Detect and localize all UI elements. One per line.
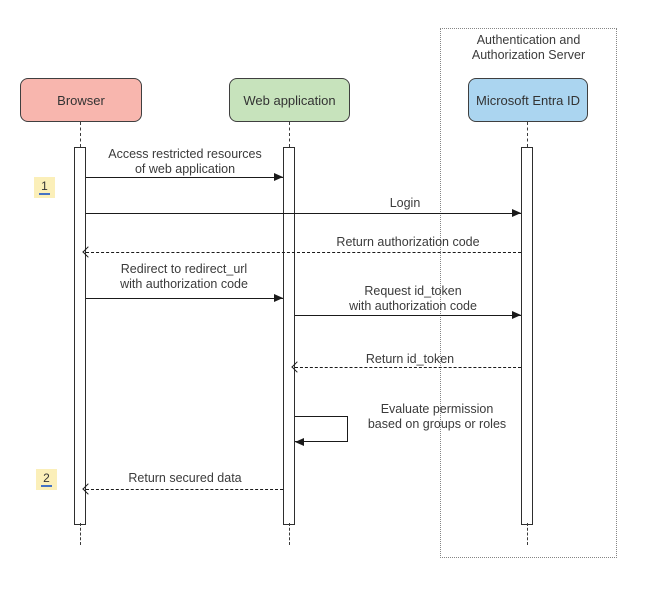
- msg-login-arrowhead-icon: [512, 209, 521, 217]
- msg-redirect-line1: Redirect to redirect_url: [120, 262, 248, 276]
- msg-redirect-arrowhead-icon: [274, 294, 283, 302]
- msg-evaluate-permission-selfloop: [295, 416, 348, 442]
- browser-lifeline-top: [80, 122, 81, 147]
- msg-evaluate-permission-line2: based on groups or roles: [367, 416, 507, 431]
- msg-request-id-token-line2: with authorization code: [349, 298, 477, 313]
- msg-access-restricted-line: [86, 177, 283, 178]
- msg-request-id-token-arrowhead-icon: [512, 311, 521, 319]
- msg-evaluate-permission-line1: Evaluate permission: [380, 402, 494, 416]
- step-marker-1[interactable]: 1: [34, 177, 55, 198]
- msg-request-id-token-label: Request id_token with authorization code: [349, 284, 477, 313]
- webapp-lifeline-top: [289, 122, 290, 147]
- browser-activation-bar: [74, 147, 86, 525]
- webapp-activation-bar: [283, 147, 295, 525]
- actor-microsoft-entra-id: Microsoft Entra ID: [468, 78, 588, 122]
- msg-access-restricted-arrowhead-icon: [274, 173, 283, 181]
- msg-request-id-token-line: [295, 315, 521, 316]
- msg-redirect-line2: with authorization code: [120, 276, 248, 291]
- msg-request-id-token-line1: Request id_token: [364, 284, 462, 298]
- msg-return-secured-data-line: [86, 489, 283, 490]
- actor-web-application: Web application: [229, 78, 350, 122]
- entra-activation-bar: [521, 147, 533, 525]
- msg-return-id-token-label: Return id_token: [365, 352, 455, 366]
- webapp-lifeline-bottom: [289, 523, 290, 545]
- browser-lifeline-bottom: [80, 523, 81, 545]
- frame-title-line1: Authentication and: [476, 33, 581, 47]
- actor-web-application-label: Web application: [243, 92, 336, 108]
- msg-return-id-token-line: [295, 367, 521, 368]
- frame-title-line2: Authorization Server: [471, 47, 586, 62]
- step-marker-2-label: 2: [41, 471, 52, 487]
- actor-browser: Browser: [20, 78, 142, 122]
- msg-redirect-label: Redirect to redirect_url with authorizat…: [120, 262, 248, 291]
- entra-lifeline-bottom: [527, 523, 528, 545]
- step-marker-1-label: 1: [39, 179, 50, 195]
- msg-access-restricted-line1: Access restricted resources: [108, 147, 262, 161]
- entra-lifeline-top: [527, 122, 528, 147]
- auth-server-frame: Authentication and Authorization Server: [440, 28, 617, 558]
- step-marker-2[interactable]: 2: [36, 469, 57, 490]
- msg-return-secured-data-label: Return secured data: [128, 471, 242, 485]
- msg-evaluate-permission-arrowhead-icon: [295, 438, 304, 446]
- msg-login-line: [86, 213, 521, 214]
- msg-access-restricted-label: Access restricted resources of web appli…: [108, 147, 262, 176]
- msg-redirect-line: [86, 298, 283, 299]
- msg-access-restricted-line2: of web application: [134, 161, 236, 176]
- msg-return-auth-code-label: Return authorization code: [336, 235, 480, 249]
- msg-evaluate-permission-label: Evaluate permission based on groups or r…: [368, 402, 506, 431]
- auth-server-frame-title: Authentication and Authorization Server: [441, 33, 616, 63]
- msg-return-auth-code-line: [86, 252, 521, 253]
- msg-login-label: Login: [389, 196, 421, 210]
- actor-browser-label: Browser: [57, 92, 105, 108]
- actor-microsoft-entra-id-label: Microsoft Entra ID: [475, 92, 581, 108]
